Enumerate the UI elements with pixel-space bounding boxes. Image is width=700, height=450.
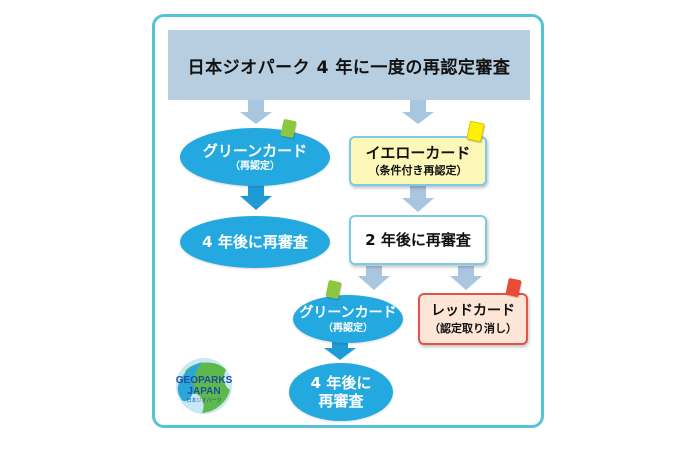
green-card-label: グリーンカード (202, 141, 308, 160)
red-card-label: レッドカード (431, 303, 515, 319)
recheck-2y-node: 2 年後に再審査 (349, 215, 487, 265)
logo-line2: JAPAN (187, 386, 220, 397)
geoparks-japan-logo: GEOPARKS JAPAN 日本ジオパーク (176, 358, 233, 414)
red-card-sub: （認定取り消し） (429, 322, 517, 335)
green-card-2-node: グリーンカード （再認定） (293, 295, 403, 343)
arrow-header-to-yellow-card (402, 100, 434, 124)
header-title: 日本ジオパーク 4 年に一度の再認定審査 (168, 30, 530, 100)
arrow-green-card-to-recheck (240, 184, 272, 210)
yellow-card-sub: （条件付き再認定） (368, 164, 468, 177)
yellow-card-label: イエローカード (365, 144, 471, 162)
recheck-4y-node: 4 年後に再審査 (180, 216, 330, 268)
arrow-2y-to-red-card (450, 266, 482, 290)
recheck-4y-2-line2: 再審査 (318, 392, 364, 410)
arrow-yellow-card-to-2y-recheck (402, 186, 434, 212)
green-card-2-label: グリーンカード (299, 304, 397, 321)
green-card-2-sub: （再認定） (323, 322, 373, 334)
red-card-node: レッドカード （認定取り消し） (418, 293, 528, 345)
yellow-card-node: イエローカード （条件付き再認定） (349, 136, 487, 186)
arrow-2y-to-green-card (358, 266, 390, 290)
green-card-sub: （再認定） (230, 160, 280, 172)
recheck-2y-label: 2 年後に再審査 (365, 231, 471, 249)
logo-line3: 日本ジオパーク (186, 397, 221, 404)
recheck-4y-2-line1: 4 年後に (310, 374, 372, 392)
logo-line1: GEOPARKS (176, 375, 233, 386)
recheck-4y-label: 4 年後に再審査 (202, 233, 308, 251)
green-card-node: グリーンカード （再認定） (180, 128, 330, 186)
arrow-header-to-green-card (240, 100, 272, 124)
recheck-4y-2-node: 4 年後に 再審査 (289, 363, 393, 421)
arrow-green-card2-to-recheck (324, 340, 356, 360)
